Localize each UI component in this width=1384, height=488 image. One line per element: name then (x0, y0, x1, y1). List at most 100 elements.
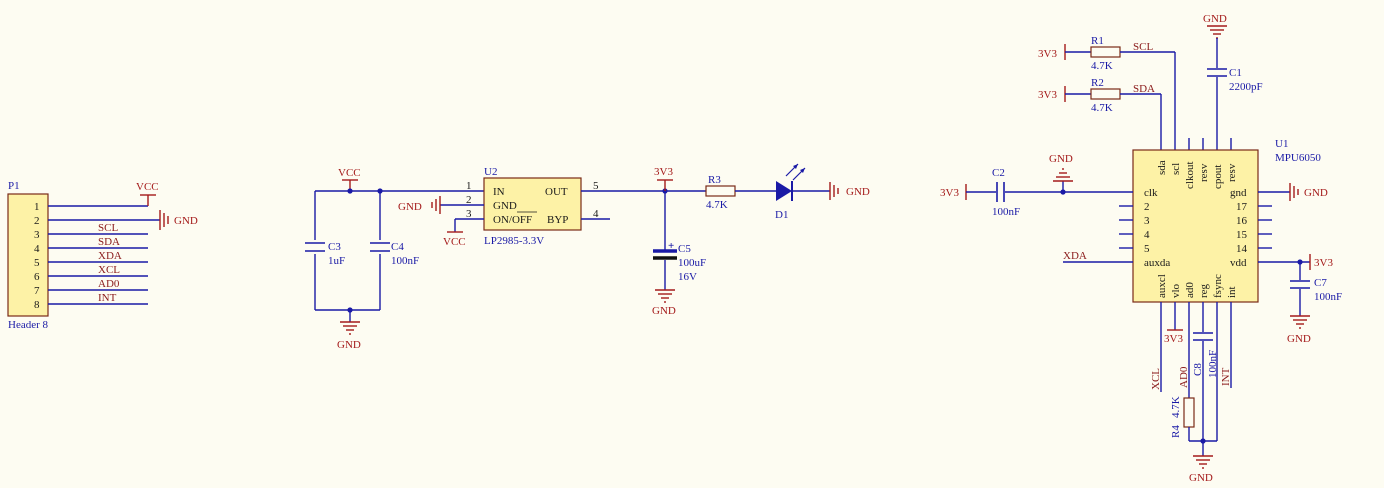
u1-pin-scl: scl (1170, 163, 1182, 175)
header-vcc: VCC (136, 181, 159, 193)
u2-pin-onoff: ON/OFF (493, 214, 532, 226)
header-net-labels: SCL SDA XDA XCL AD0 INT (98, 222, 122, 304)
u1-bottom-gnd: GND (1189, 472, 1213, 484)
u2-gnd-label: GND (398, 201, 422, 213)
u1-top-pins: sda scl clkout resv cpout resv (1156, 160, 1238, 189)
c4-val: 100nF (391, 255, 419, 267)
pin-2: 2 (34, 215, 40, 227)
r1-val: 4.7K (1091, 60, 1113, 72)
u1-pin-vlo: vlo (1170, 283, 1182, 298)
u1-pin-5: 5 (1144, 243, 1150, 255)
u1-xda: XDA (1063, 250, 1087, 262)
r4-val: 4.7K (1170, 396, 1182, 418)
r1-net: SCL (1133, 41, 1153, 53)
u1-ref: U1 (1275, 138, 1288, 150)
header-gnd: GND (174, 215, 198, 227)
header-body (7, 193, 49, 317)
u1-int: INT (1220, 367, 1232, 386)
u1-pin-ad0: ad0 (1184, 282, 1196, 298)
net-int: INT (98, 292, 117, 304)
pin-4: 4 (34, 243, 40, 255)
c5-val: 100uF (678, 257, 706, 269)
r1-ref: R1 (1091, 35, 1104, 47)
header-ref: P1 (8, 180, 20, 192)
net-ad0: AD0 (98, 278, 120, 290)
svg-text:+: + (668, 240, 674, 252)
vdd-pwr: 3V3 (1314, 257, 1333, 269)
header-name: Header 8 (8, 319, 49, 331)
r2-ref: R2 (1091, 77, 1104, 89)
u2-num2: 2 (466, 194, 472, 206)
r2-val: 4.7K (1091, 102, 1113, 114)
u1-pin-auxcl: auxcl (1156, 274, 1168, 298)
r1-pwr: 3V3 (1038, 48, 1057, 60)
net-xda: XDA (98, 250, 122, 262)
r3-ref: R3 (708, 174, 721, 186)
u1-body (1132, 149, 1259, 303)
u1-pin-vdd: vdd (1230, 257, 1247, 269)
u1-pin-reg: reg (1198, 283, 1210, 298)
pin-8: 8 (34, 299, 40, 311)
c7-gnd: GND (1287, 333, 1311, 345)
header-pin-numbers: 1 2 3 4 5 6 7 8 (34, 201, 40, 311)
c8-ref: C8 (1192, 363, 1204, 376)
c5-gnd: GND (652, 305, 676, 317)
c7-ref: C7 (1314, 277, 1327, 289)
c5-ref: C5 (678, 243, 691, 255)
u1-pin-4: 4 (1144, 229, 1150, 241)
header-p1: P1 Header 8 1 2 3 4 5 6 7 8 VCC GND SCL (7, 180, 198, 331)
c1-gnd: GND (1203, 13, 1227, 25)
u2-pin-out: OUT (545, 186, 568, 198)
reg-out-net: 3V3 (654, 166, 673, 178)
clk-gnd: GND (1049, 153, 1073, 165)
c3-val: 1uF (328, 255, 345, 267)
reg-gnd-bottom: GND (337, 339, 361, 351)
u1-pin-clk: clk (1144, 187, 1158, 199)
c1-val: 2200pF (1229, 81, 1263, 93)
u2-num5: 5 (593, 180, 599, 192)
u2-body (483, 177, 582, 231)
c2-val: 100nF (992, 206, 1020, 218)
u1-pin-gnd: gnd (1230, 187, 1247, 199)
u1-pin-cpout: cpout (1212, 165, 1224, 189)
d1-gnd: GND (846, 186, 870, 198)
u2-num3: 3 (466, 208, 472, 220)
c7-val: 100nF (1314, 291, 1342, 303)
u2-vcc-en: VCC (443, 236, 466, 248)
c4-ref: C4 (391, 241, 404, 253)
u2-pin-byp: BYP (547, 214, 568, 226)
u1-pin-clkout: clkout (1184, 162, 1196, 190)
pin-1: 1 (34, 201, 40, 213)
u1-pin-14: 14 (1236, 243, 1248, 255)
d1-ref: D1 (775, 209, 788, 221)
pin-6: 6 (34, 271, 40, 283)
u1-pin-fsync: fsync (1212, 274, 1224, 298)
r2-net: SDA (1133, 83, 1155, 95)
net-scl: SCL (98, 222, 118, 234)
u2-part: LP2985-3.3V (484, 235, 544, 247)
u1-pin-17: 17 (1236, 201, 1248, 213)
pin-5: 5 (34, 257, 40, 269)
c8-val: 100nF (1207, 350, 1219, 378)
u1-pin-int: int (1226, 286, 1238, 298)
u1-right-pins: gnd 17 16 15 14 vdd (1230, 187, 1248, 269)
pin-3: 3 (34, 229, 40, 241)
u1-pin-15: 15 (1236, 229, 1248, 241)
u2-pin-gnd: GND (493, 200, 517, 212)
pin-7: 7 (34, 285, 40, 297)
u2-pin-in: IN (493, 186, 505, 198)
c2-pwr: 3V3 (940, 187, 959, 199)
u1-pin-16: 16 (1236, 215, 1248, 227)
r4-ref: R4 (1170, 425, 1182, 438)
u1-ad0: AD0 (1178, 366, 1190, 388)
u1-pin-resv2: resv (1226, 163, 1238, 182)
reg-vcc-in: VCC (338, 167, 361, 179)
vlo-pwr: 3V3 (1164, 333, 1183, 345)
u1-pin-auxda: auxda (1144, 257, 1170, 269)
u1-pin-resv1: resv (1198, 163, 1210, 182)
net-xcl: XCL (98, 264, 120, 276)
u1-pin-3: 3 (1144, 215, 1150, 227)
u2-num4: 4 (593, 208, 599, 220)
